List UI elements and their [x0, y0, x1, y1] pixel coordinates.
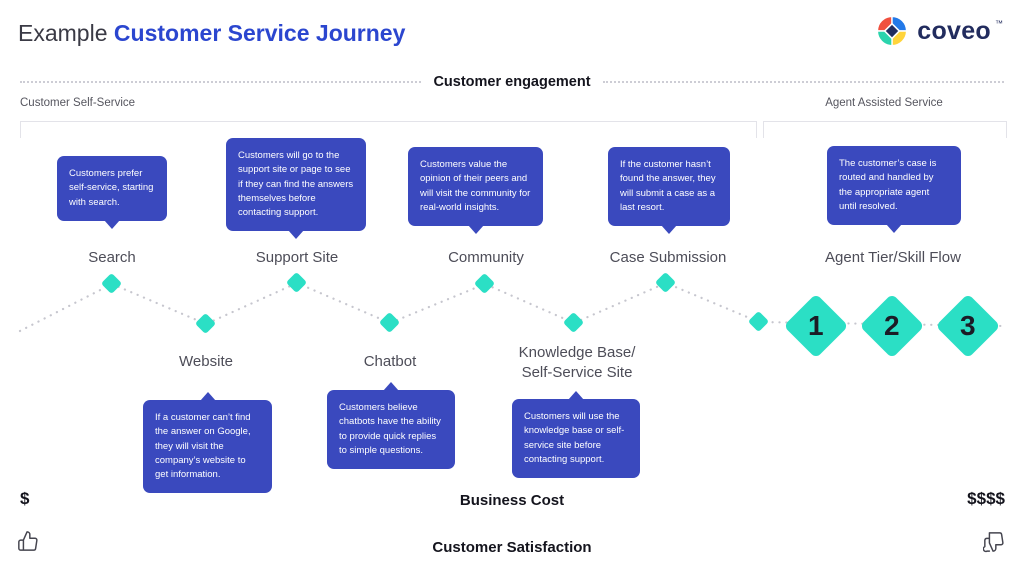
- diamond-knowledge-base: [562, 311, 585, 334]
- self-service-band-label: Customer Self-Service: [20, 97, 136, 109]
- diamond-website: [194, 312, 217, 335]
- tier-diamond-2: 2: [859, 293, 925, 359]
- logo-wordmark: coveo: [917, 16, 991, 45]
- label-website: Website: [179, 353, 233, 370]
- note-knowledge-base: Customers will use the knowledge base or…: [512, 399, 640, 478]
- diamond-chatbot: [378, 311, 401, 334]
- note-support-site: Customers will go to the support site or…: [226, 138, 366, 232]
- note-website: If a customer can’t find the answer on G…: [143, 400, 272, 494]
- tier-2-number: 2: [884, 309, 900, 341]
- logo-trademark: ™: [995, 18, 1003, 28]
- thumbs-down-icon: [983, 532, 1004, 553]
- tier-1-number: 1: [808, 309, 824, 341]
- label-support-site: Support Site: [255, 249, 339, 266]
- self-service-bracket: [20, 121, 757, 138]
- agent-assisted-band-label: Agent Assisted Service: [825, 97, 943, 109]
- dotted-line-left: [20, 81, 422, 83]
- coveo-logo: coveo ™: [874, 13, 1006, 49]
- satisfaction-gradient-line: [18, 520, 1006, 524]
- tier-diamond-3: 3: [935, 293, 1001, 359]
- diamond-support-site: [285, 271, 308, 294]
- engagement-divider: Customer engagement: [20, 74, 1004, 90]
- note-community: Customers value the opinion of their pee…: [408, 147, 543, 226]
- business-cost-label: Business Cost: [459, 492, 565, 509]
- label-knowledge-base: Knowledge Base/ Self-Service Site: [519, 343, 636, 382]
- title-main: Customer Service Journey: [113, 20, 406, 46]
- label-knowledge-base-line1: Knowledge Base/: [518, 344, 636, 361]
- label-agent-tier: Agent Tier/Skill Flow: [825, 249, 961, 266]
- diamond-case-submission: [654, 271, 677, 294]
- diamond-agent-entry: [747, 310, 770, 333]
- cost-high-symbol: $$$$: [967, 489, 1005, 508]
- dotted-line-right: [602, 81, 1004, 83]
- note-chatbot: Customers believe chatbots have the abil…: [327, 390, 455, 469]
- engagement-label: Customer engagement: [433, 74, 591, 90]
- tier-3-number: 3: [960, 309, 976, 341]
- tier-diamond-1: 1: [783, 293, 849, 359]
- customer-satisfaction-label: Customer Satisfaction: [432, 539, 592, 556]
- note-case-submission: If the customer hasn’t found the answer,…: [608, 147, 730, 226]
- diamond-search: [100, 272, 123, 295]
- label-community: Community: [448, 249, 524, 266]
- thumbs-up-icon: [18, 531, 38, 551]
- agent-assisted-bracket: [763, 121, 1007, 138]
- title-prefix: Example: [18, 20, 108, 46]
- label-case-submission: Case Submission: [609, 249, 727, 266]
- cost-low-symbol: $: [20, 489, 30, 508]
- note-search: Customers prefer self-service, starting …: [57, 156, 167, 221]
- label-search: Search: [88, 249, 136, 266]
- coveo-pinwheel-icon: [876, 15, 908, 47]
- label-chatbot: Chatbot: [363, 353, 417, 370]
- label-knowledge-base-line2: Self-Service Site: [521, 363, 633, 381]
- note-agent-tier: The customer’s case is routed and handle…: [827, 146, 961, 225]
- diamond-community: [473, 272, 496, 295]
